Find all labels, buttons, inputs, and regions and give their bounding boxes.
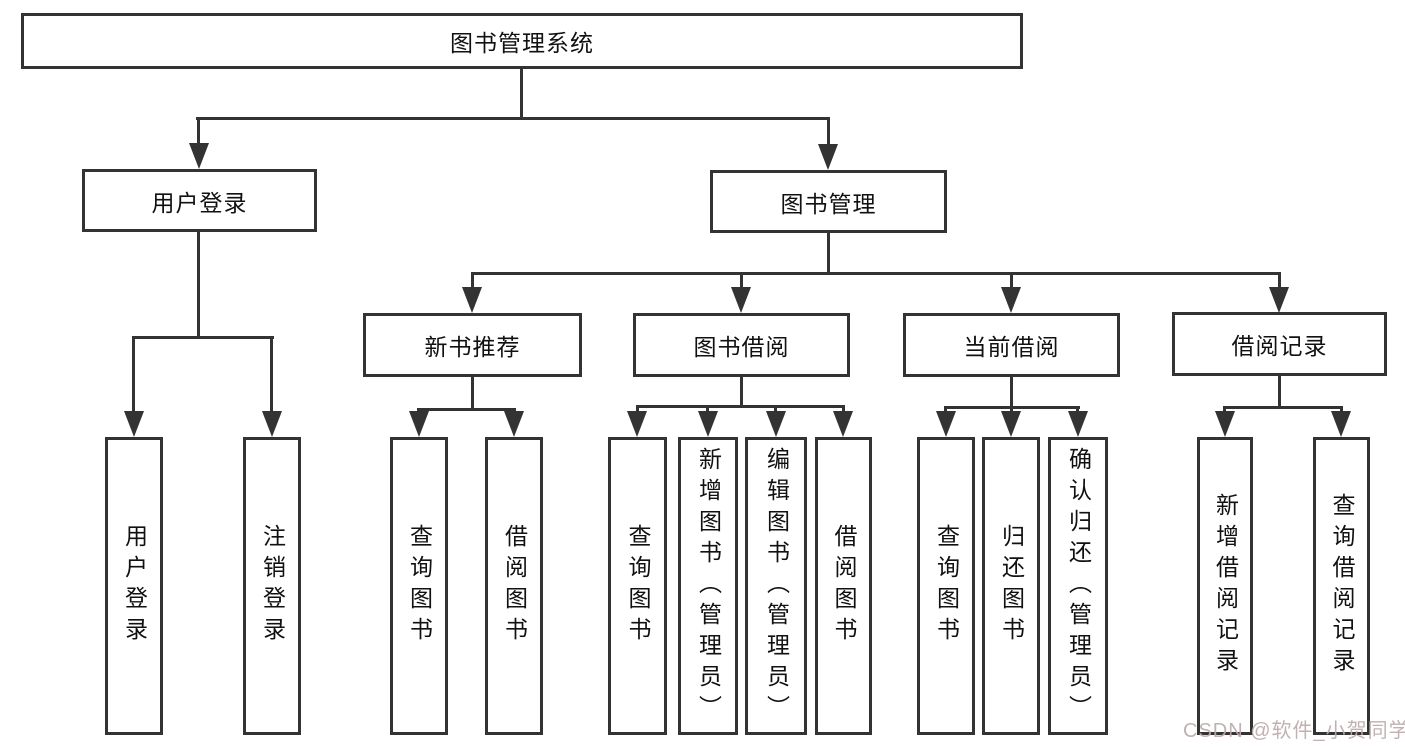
leaf-bb-borrow-books: 借阅图书 xyxy=(815,437,872,735)
node-user-login-label: 用户登录 xyxy=(151,189,248,216)
arrowhead xyxy=(1001,411,1021,437)
node-current-borrow: 当前借阅 xyxy=(903,313,1120,377)
node-book-borrow-label: 图书借阅 xyxy=(693,334,790,360)
connector-line xyxy=(417,408,516,411)
arrowhead xyxy=(936,411,956,437)
arrowhead xyxy=(766,411,786,437)
connector-line xyxy=(636,405,845,408)
node-root: 图书管理系统 xyxy=(21,13,1023,69)
connector-line xyxy=(471,272,1281,275)
arrowhead xyxy=(462,287,482,313)
connector-line xyxy=(197,232,200,339)
leaf-nbr-borrow-books-label: 借阅图书 xyxy=(501,524,528,648)
connector-line xyxy=(471,272,474,290)
leaf-user-login-label: 用户登录 xyxy=(121,524,148,648)
connector-line xyxy=(132,336,135,414)
leaf-br-add-borrow-record-label: 新增借阅记录 xyxy=(1212,493,1239,679)
leaf-bb-query-books: 查询图书 xyxy=(608,437,667,735)
arrowhead xyxy=(124,411,144,437)
leaf-bb-edit-books-admin: 编辑图书（管理员） xyxy=(745,437,807,735)
node-book-borrow: 图书借阅 xyxy=(633,313,850,377)
connector-line xyxy=(471,377,474,411)
leaf-bb-edit-books-admin-label: 编辑图书（管理员） xyxy=(763,446,790,726)
leaf-br-add-borrow-record: 新增借阅记录 xyxy=(1197,437,1253,735)
leaf-cb-confirm-return-admin: 确认归还（管理员） xyxy=(1048,437,1108,735)
connector-line xyxy=(1278,272,1281,290)
node-borrow-records: 借阅记录 xyxy=(1172,312,1387,376)
csdn-watermark: CSDN @软件_小贺同学 xyxy=(1183,720,1405,742)
leaf-nbr-query-books: 查询图书 xyxy=(390,437,448,735)
leaf-br-query-borrow-record: 查询借阅记录 xyxy=(1313,437,1370,735)
node-root-label: 图书管理系统 xyxy=(450,30,594,56)
connector-line xyxy=(1010,272,1013,290)
leaf-cb-return-books-label: 归还图书 xyxy=(998,524,1025,648)
connector-line xyxy=(1010,406,1013,415)
leaf-user-login: 用户登录 xyxy=(105,437,163,735)
leaf-cb-query-books: 查询图书 xyxy=(917,437,975,735)
arrowhead xyxy=(833,411,853,437)
connector-line xyxy=(1076,406,1079,415)
arrowhead xyxy=(818,144,838,170)
arrowhead xyxy=(627,411,647,437)
leaf-logout-label: 注销登录 xyxy=(259,524,286,648)
node-current-borrow-label: 当前借阅 xyxy=(963,334,1060,360)
leaf-bb-borrow-books-label: 借阅图书 xyxy=(831,524,857,648)
connector-line xyxy=(196,117,830,120)
leaf-nbr-query-books-label: 查询图书 xyxy=(406,524,433,648)
leaf-bb-add-books-admin: 新增图书（管理员） xyxy=(678,437,738,735)
node-user-login: 用户登录 xyxy=(82,169,317,232)
connector-line xyxy=(1223,406,1343,409)
connector-line xyxy=(842,405,845,415)
connector-line xyxy=(197,117,200,147)
connector-line xyxy=(740,272,743,290)
node-new-book-recommend-label: 新书推荐 xyxy=(424,334,521,360)
leaf-nbr-borrow-books: 借阅图书 xyxy=(485,437,543,735)
arrowhead xyxy=(731,287,751,313)
arrowhead xyxy=(1331,411,1351,437)
leaf-logout: 注销登录 xyxy=(243,437,301,735)
arrowhead xyxy=(504,411,524,437)
arrowhead xyxy=(1269,287,1289,313)
connector-line xyxy=(270,336,273,414)
leaf-cb-return-books: 归还图书 xyxy=(982,437,1040,735)
connector-line xyxy=(827,233,830,275)
leaf-cb-query-books-label: 查询图书 xyxy=(933,524,960,648)
arrowhead xyxy=(698,411,718,437)
connector-line xyxy=(636,405,639,415)
connector-line xyxy=(944,406,947,415)
arrowhead xyxy=(1068,411,1088,437)
connector-line xyxy=(1340,406,1343,415)
arrowhead xyxy=(189,143,209,169)
connector-line xyxy=(774,405,777,415)
node-book-management-label: 图书管理 xyxy=(780,190,877,217)
connector-line xyxy=(1010,377,1013,409)
arrowhead xyxy=(1215,411,1235,437)
arrowhead xyxy=(262,411,282,437)
connector-line xyxy=(740,377,743,408)
leaf-br-query-borrow-record-label: 查询借阅记录 xyxy=(1329,493,1355,679)
connector-line xyxy=(520,69,523,119)
connector-line xyxy=(706,405,709,415)
leaf-bb-add-books-admin-label: 新增图书（管理员） xyxy=(695,446,722,726)
connector-line xyxy=(827,117,830,147)
connector-line xyxy=(1278,376,1281,409)
node-book-management: 图书管理 xyxy=(710,170,947,233)
leaf-cb-confirm-return-admin-label: 确认归还（管理员） xyxy=(1065,446,1092,726)
node-new-book-recommend: 新书推荐 xyxy=(363,313,582,377)
arrowhead xyxy=(409,411,429,437)
connector-line xyxy=(132,336,274,339)
connector-line xyxy=(1223,406,1226,415)
leaf-bb-query-books-label: 查询图书 xyxy=(625,524,651,648)
node-borrow-records-label: 借阅记录 xyxy=(1231,333,1328,359)
arrowhead xyxy=(1001,287,1021,313)
